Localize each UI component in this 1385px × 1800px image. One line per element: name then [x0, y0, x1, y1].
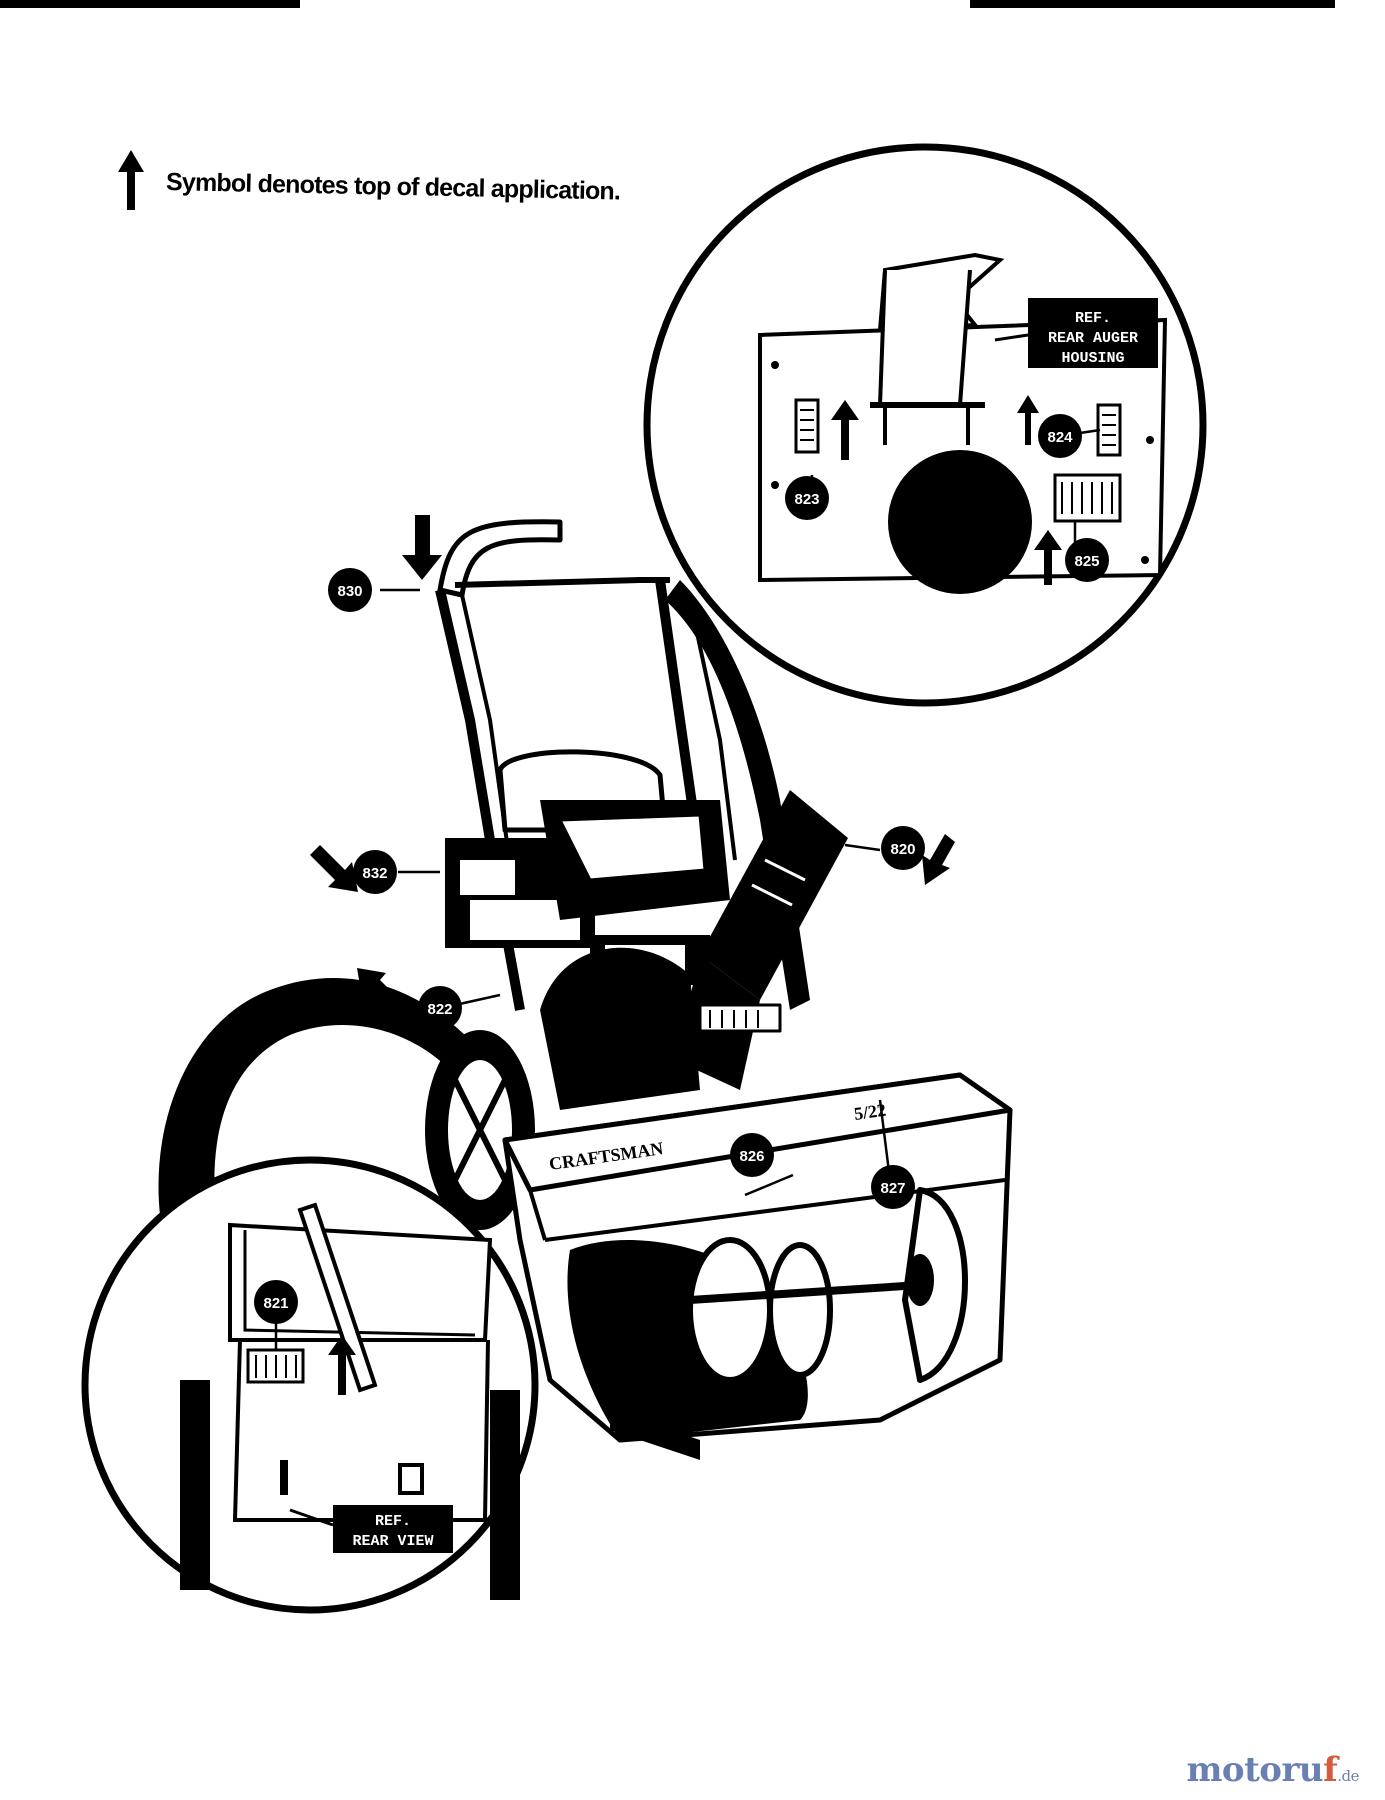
callout-826: 826 — [730, 1133, 774, 1177]
snow-blower-illustration — [425, 519, 1013, 1460]
up-arrow-icon — [831, 400, 859, 460]
header-rule-right — [970, 0, 1335, 8]
svg-text:827: 827 — [880, 1180, 905, 1197]
svg-text:826: 826 — [739, 1148, 764, 1165]
svg-text:822: 822 — [427, 1001, 452, 1018]
watermark-accent: f — [1323, 1750, 1338, 1790]
callout-820: 820 — [881, 826, 925, 870]
watermark-tld: .de — [1337, 1767, 1359, 1785]
callout-832: 832 — [353, 850, 397, 894]
ref-rear-auger-line1: REF. — [1075, 310, 1111, 327]
callout-827: 827 — [871, 1165, 915, 1209]
ref-rear-auger-line3: HOUSING — [1061, 350, 1124, 367]
ref-rear-view-line1: REF. — [375, 1513, 411, 1530]
svg-text:824: 824 — [1047, 429, 1073, 446]
svg-text:823: 823 — [794, 491, 819, 508]
down-arrow-icon — [402, 515, 442, 580]
svg-text:820: 820 — [890, 841, 915, 858]
decal-arrows — [310, 395, 1062, 1395]
svg-text:821: 821 — [263, 1295, 288, 1312]
watermark-main: motoru — [1186, 1750, 1324, 1790]
svg-text:830: 830 — [337, 583, 362, 600]
svg-text:832: 832 — [362, 865, 387, 882]
callout-822: 822 — [418, 986, 462, 1030]
callout-824: 824 — [1038, 414, 1082, 458]
callout-821: 821 — [254, 1280, 298, 1324]
detail-rear-auger-housing: REF. REAR AUGER HOUSING — [643, 143, 1207, 707]
up-left-arrow-icon — [357, 968, 400, 1010]
ref-rear-auger-line2: REAR AUGER — [1048, 330, 1138, 347]
callouts: 830 832 822 820 826 827 821 823 — [254, 414, 1109, 1324]
detail-rear-view: REF. REAR VIEW — [81, 1156, 539, 1614]
svg-text:825: 825 — [1074, 553, 1099, 570]
down-left-arrow-icon — [922, 834, 955, 885]
wheel-arc-left — [158, 978, 470, 1215]
watermark-logo: motoruf.de — [1186, 1750, 1359, 1790]
up-arrow-icon — [118, 150, 144, 210]
ref-rear-view-line2: REAR VIEW — [352, 1533, 433, 1550]
up-arrow-icon — [1017, 395, 1039, 445]
down-right-arrow-icon — [310, 845, 358, 892]
header-rule-left — [0, 0, 300, 8]
legend: Symbol denotes top of decal application. — [118, 150, 620, 210]
callout-823: 823 — [785, 476, 829, 520]
callout-830: 830 — [328, 568, 372, 612]
up-arrow-icon — [328, 1335, 356, 1395]
up-arrow-icon — [1034, 530, 1062, 585]
callout-825: 825 — [1065, 538, 1109, 582]
